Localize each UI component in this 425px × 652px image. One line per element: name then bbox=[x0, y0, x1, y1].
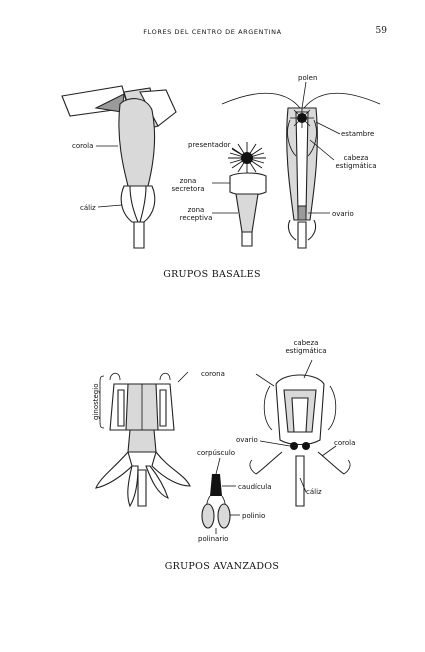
label-ovario: ovario bbox=[332, 210, 354, 218]
label-presentador: presentador bbox=[188, 141, 231, 149]
corona-arrow-left bbox=[177, 371, 189, 383]
basal-flower-side-view bbox=[61, 85, 177, 249]
basal-flower-section bbox=[221, 92, 381, 249]
label-caliz: cáliz bbox=[80, 204, 96, 212]
label-estambre: estambre bbox=[341, 130, 374, 138]
caption-grupos-basales: GRUPOS BASALES bbox=[163, 269, 261, 280]
page-number: 59 bbox=[375, 26, 387, 36]
label-polinario: polinario bbox=[198, 535, 228, 543]
label-corola: corola bbox=[334, 439, 355, 447]
label-polinio: polinio bbox=[242, 512, 265, 520]
caption-grupos-avanzados: GRUPOS AVANZADOS bbox=[165, 561, 279, 572]
running-title: FLORES DEL CENTRO DE ARGENTINA bbox=[143, 28, 282, 36]
label-corpusculo: corpúsculo bbox=[197, 449, 235, 457]
advanced-flower-section bbox=[249, 374, 351, 507]
label-caliz: cáliz bbox=[306, 488, 322, 496]
label-corola: corola bbox=[72, 142, 93, 150]
advanced-pollinarium bbox=[201, 474, 231, 529]
label-ginostegio: ginostegio bbox=[92, 384, 100, 420]
advanced-flower-side-view bbox=[95, 372, 191, 508]
label-polen: polen bbox=[298, 74, 317, 82]
label-caudicula: caudícula bbox=[238, 483, 271, 491]
label-corona: corona bbox=[201, 370, 225, 378]
basal-style-detail bbox=[228, 142, 267, 247]
label-ovario: ovario bbox=[236, 436, 258, 444]
